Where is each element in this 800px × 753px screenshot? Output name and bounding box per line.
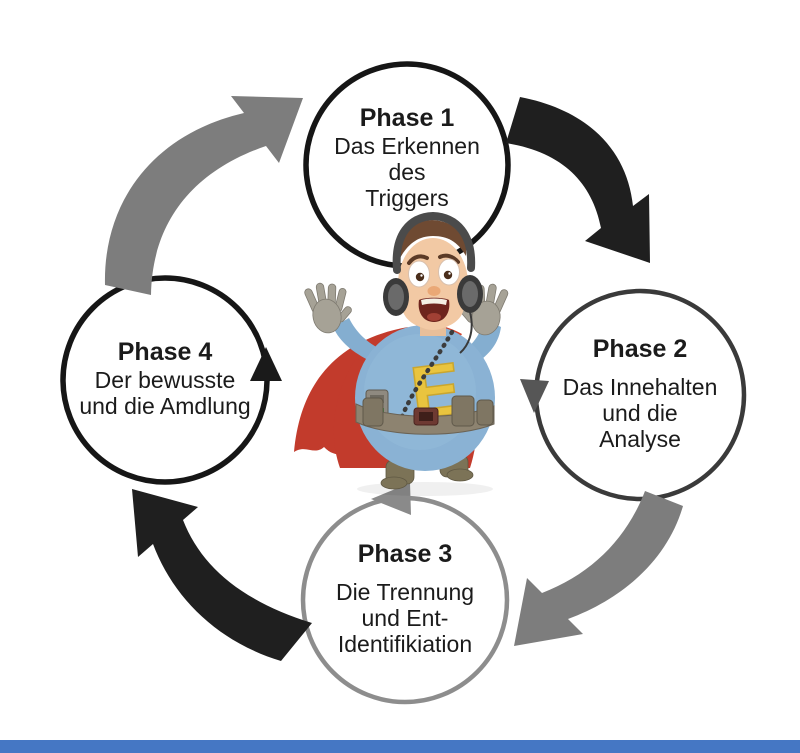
phase-line: und Ent-: [361, 605, 449, 631]
phase-line: Identifikiation: [337, 631, 473, 657]
arrow-phase1-to-phase2-icon: [506, 97, 650, 263]
flow-arrows: [104, 96, 683, 661]
phase-title: Phase 3: [357, 540, 453, 568]
character-left-glove: [304, 282, 352, 334]
phase-2-label: Phase 2 Das Innehalten und die Analyse: [562, 335, 718, 453]
superhero-character: E: [294, 211, 509, 496]
phase-line: Die Trennung: [335, 579, 475, 605]
character-belt: [355, 395, 495, 435]
phase-title: Phase 4: [117, 338, 213, 366]
phase-4-label: Phase 4 Der bewusste und die Amdlung: [79, 338, 251, 420]
phase-line: Das Erkennen: [334, 133, 480, 159]
phase-title: Phase 1: [359, 104, 455, 132]
phase-line: und die Amdlung: [79, 393, 251, 419]
character-left-arm: [333, 318, 382, 362]
phase-4-circle-arrowhead-icon: [250, 347, 282, 381]
character-shadow: [357, 482, 493, 496]
phase-3-label: Phase 3 Die Trennung und Ent- Identifiki…: [335, 540, 475, 658]
arrow-phase4-to-phase1-icon: [104, 96, 304, 295]
phase-line: des: [388, 159, 426, 185]
arrow-phase2-to-phase3-icon: [514, 491, 683, 646]
footer-accent-bar: [0, 740, 800, 753]
arrow-phase3-to-phase4-icon: [132, 489, 312, 661]
phase-2-circle-arrowhead-icon: [520, 379, 549, 413]
phase-3-circle-arrowhead-icon: [371, 483, 411, 515]
phase-line: Triggers: [365, 185, 449, 211]
phase-line: Der bewusste: [94, 367, 236, 393]
phase-line: und die: [602, 400, 678, 426]
phase-1-label: Phase 1 Das Erkennen des Triggers: [334, 104, 480, 212]
phase-line: Das Innehalten: [562, 374, 718, 400]
character-face: [407, 253, 460, 322]
character-headphones-icon: [383, 211, 483, 354]
phase-title: Phase 2: [592, 335, 688, 363]
phase-line: Analyse: [599, 426, 681, 452]
character-hair: [399, 220, 467, 258]
